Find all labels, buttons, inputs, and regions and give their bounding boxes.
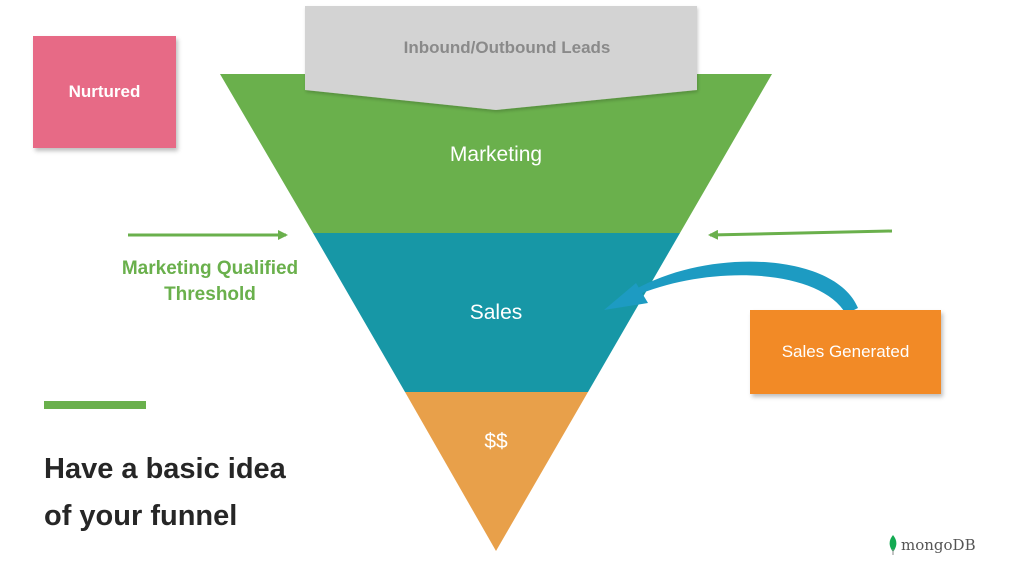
logo-text: mongoDB — [901, 536, 976, 554]
stage-label-money: $$ — [484, 430, 508, 453]
sales-generated-label: Sales Generated — [781, 342, 910, 361]
threshold-arrow-right — [708, 229, 893, 240]
accent-bar — [44, 401, 146, 409]
sales-generated-box: Sales Generated — [750, 310, 941, 394]
inbound-leads-label: Inbound/Outbound Leads — [404, 38, 611, 57]
stage-label-sales: Sales — [470, 301, 523, 324]
funnel-stage-money — [405, 392, 588, 551]
sales-generated-loop-arrow — [626, 261, 858, 314]
marketing-qualified-threshold-label: Marketing Qualified Threshold — [121, 258, 299, 305]
headline-line-2: of your funnel — [44, 500, 238, 532]
stage-label-marketing: Marketing — [450, 143, 542, 166]
headline-line-1: Have a basic idea — [44, 453, 286, 485]
headline: Have a basic idea of your funnel — [44, 446, 404, 540]
inbound-leads-arrow — [305, 6, 697, 110]
leaf-icon — [889, 535, 897, 555]
funnel-stage-sales — [313, 233, 680, 392]
loop-arrow-head — [604, 283, 648, 310]
nurtured-box: Nurtured — [33, 36, 176, 148]
nurtured-label: Nurtured — [68, 82, 141, 101]
mongodb-logo: mongoDB — [888, 535, 976, 555]
funnel-stage-marketing — [220, 74, 772, 233]
